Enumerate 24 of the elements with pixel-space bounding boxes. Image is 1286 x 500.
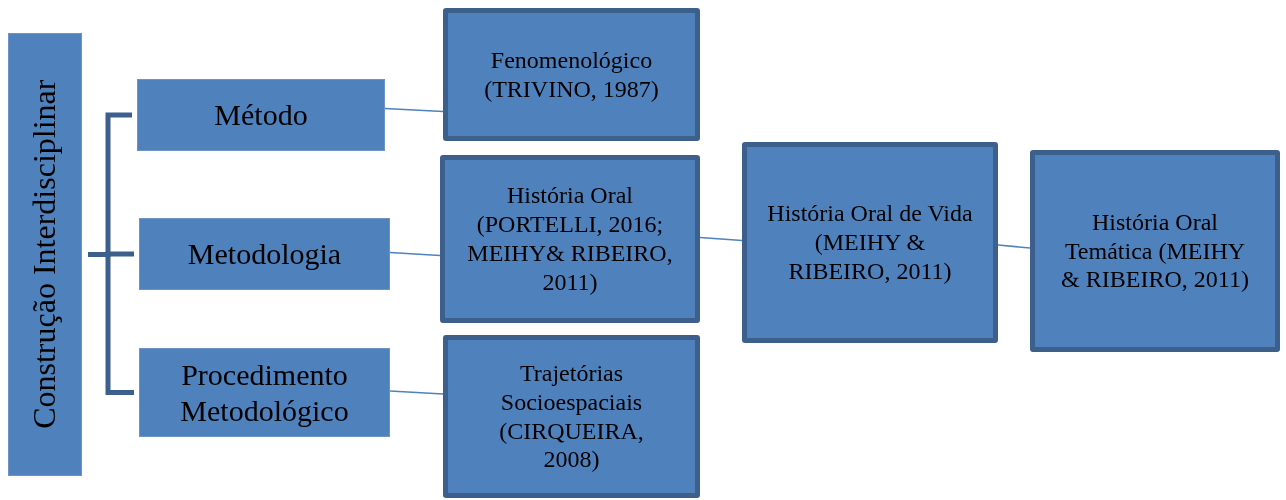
node-label: História Oral (PORTELLI, 2016; MEIHY& RIBEIRO, 2011) <box>466 181 674 297</box>
process-box <box>443 8 700 141</box>
process-box <box>137 79 385 151</box>
connector-line <box>389 390 444 395</box>
process-box <box>742 142 998 343</box>
node-label: Fenomenológico (TRIVINO, 1987) <box>483 45 660 104</box>
process-box <box>440 155 700 323</box>
connector-line <box>389 251 441 257</box>
node-label: História Oral de Vida (MEIHY & RIBEIRO, 2011) <box>766 199 974 286</box>
process-box <box>443 335 700 498</box>
node-label: Método <box>213 97 309 133</box>
process-box <box>139 218 390 290</box>
connector-line <box>384 107 444 113</box>
process-box <box>8 33 82 476</box>
node-label: Metodologia <box>186 236 343 272</box>
node-label: Trajetórias Socioespaciais (CIRQUEIRA, 2008) <box>498 358 645 475</box>
connector-line <box>997 244 1031 249</box>
connector-line <box>699 236 743 242</box>
node-label: Procedimento Metodológico <box>179 356 350 429</box>
node-label: Construção Interdisciplinar <box>25 79 64 430</box>
process-box <box>139 348 390 437</box>
process-box <box>1030 150 1280 352</box>
node-label: História Oral Temática (MEIHY & RIBEIRO, 2011) <box>1060 207 1250 295</box>
bracket-connector <box>88 252 134 395</box>
